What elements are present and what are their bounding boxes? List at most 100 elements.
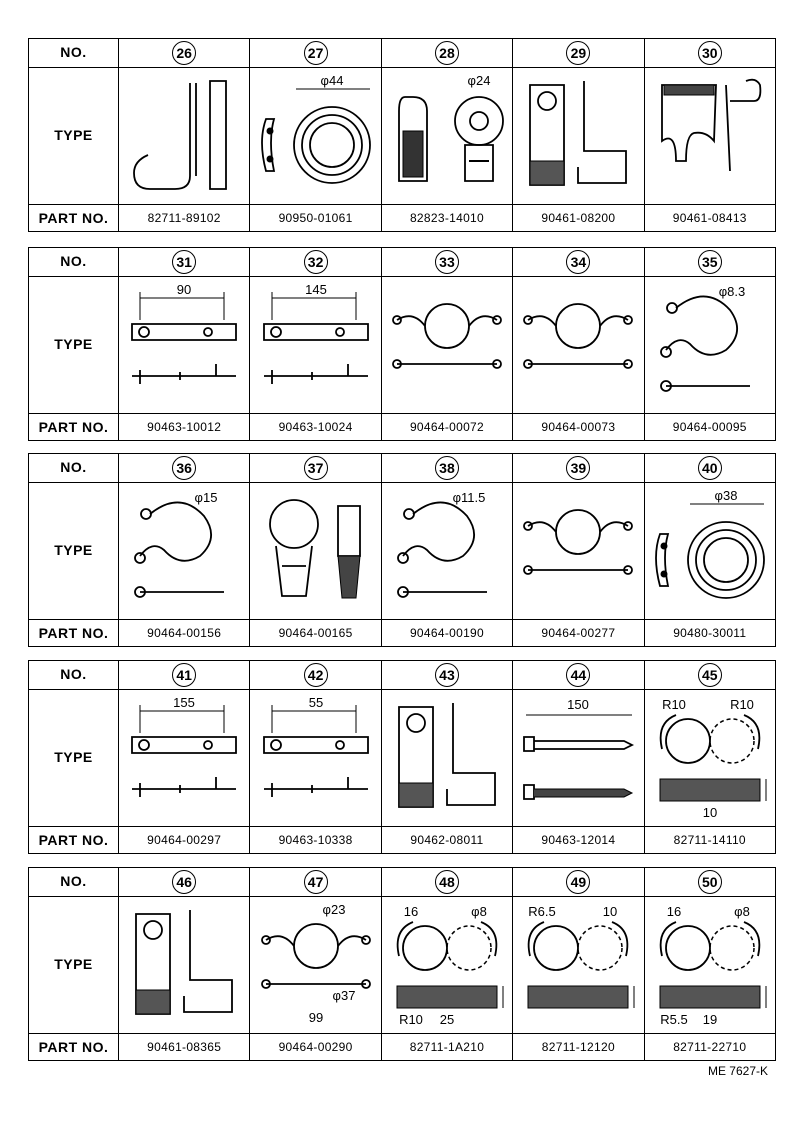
item-number-badge: 49	[566, 870, 591, 894]
part-no-label: PART NO.	[38, 625, 109, 641]
part-number: 82711-89102	[117, 204, 251, 232]
item-no-cell: 26	[117, 38, 251, 68]
item-no-cell: 31	[117, 247, 251, 277]
bracket-clip-icon	[514, 71, 642, 201]
item-number-badge: 36	[172, 456, 197, 480]
band-clamp-icon: 145	[252, 282, 380, 410]
svg-text:φ8.3: φ8.3	[719, 284, 746, 299]
item-no-cell: 46	[117, 867, 251, 897]
part-number: 82711-14110	[643, 826, 777, 854]
part-number: 90464-00095	[643, 413, 777, 441]
part-number: 90463-10024	[249, 413, 382, 441]
type-label-cell: TYPE	[28, 276, 119, 414]
no-label-cell: NO.	[28, 867, 119, 897]
part-number: 82823-14010	[380, 204, 514, 232]
item-no-cell: 33	[380, 247, 514, 277]
item-no-cell: 42	[249, 660, 382, 690]
item-number-badge: 47	[303, 870, 328, 894]
part-number: 90463-10338	[249, 826, 382, 854]
item-number-badge: 50	[697, 870, 722, 894]
part-drawing-cell	[512, 67, 645, 205]
hook-clip-icon: φ15	[120, 490, 248, 616]
svg-text:16: 16	[667, 904, 681, 919]
type-label: TYPE	[54, 749, 93, 765]
part-number: 90462-08011	[380, 826, 514, 854]
type-label: TYPE	[54, 336, 93, 352]
part-drawing-cell: 90	[117, 276, 251, 414]
svg-text:99: 99	[308, 1010, 322, 1025]
double-loop-clip-icon	[514, 280, 642, 410]
part-number: 90461-08413	[643, 204, 777, 232]
item-no-cell: 43	[380, 660, 514, 690]
part-no-label-cell: PART NO.	[28, 1033, 119, 1061]
type-label-cell: TYPE	[28, 482, 119, 620]
part-drawing-cell: φ11.5	[380, 482, 514, 620]
part-drawing-cell	[512, 276, 645, 414]
part-drawing-cell: φ15	[117, 482, 251, 620]
item-number-badge: 40	[697, 456, 722, 480]
svg-text:φ38: φ38	[714, 488, 737, 503]
item-no-cell: 45	[643, 660, 777, 690]
part-no-label-cell: PART NO.	[28, 413, 119, 441]
svg-text:R10: R10	[399, 1012, 423, 1027]
part-drawing-cell	[380, 276, 514, 414]
item-number-badge: 39	[566, 456, 591, 480]
item-number-badge: 26	[172, 41, 197, 65]
part-drawing-cell: 55	[249, 689, 382, 827]
item-number-badge: 44	[566, 663, 591, 687]
part-drawing-cell: φ44	[249, 67, 382, 205]
bracket-clip-icon	[120, 900, 248, 1030]
svg-text:16: 16	[404, 904, 418, 919]
part-number: 90464-00165	[249, 619, 382, 647]
svg-text:10: 10	[703, 805, 717, 820]
type-label: TYPE	[54, 127, 93, 143]
item-no-cell: 36	[117, 453, 251, 483]
item-no-cell: 40	[643, 453, 777, 483]
bracket-clip-icon	[383, 693, 511, 823]
svg-text:φ37: φ37	[332, 988, 355, 1003]
item-number-badge: 45	[697, 663, 722, 687]
part-number: 90461-08365	[117, 1033, 251, 1061]
no-label: NO.	[60, 873, 87, 889]
j-hook-clip-icon	[120, 71, 248, 201]
item-no-cell: 50	[643, 867, 777, 897]
band-clamp-icon: 55	[252, 695, 380, 823]
part-drawing-cell: φ8.3	[643, 276, 777, 414]
item-number-badge: 28	[434, 41, 459, 65]
svg-text:φ11.5: φ11.5	[453, 490, 486, 505]
spring-clip-icon	[646, 71, 774, 201]
type-label-cell: TYPE	[28, 896, 119, 1034]
part-number: 82711-1A210	[380, 1033, 514, 1061]
item-number-badge: 32	[303, 250, 328, 274]
item-no-cell: 34	[512, 247, 645, 277]
item-number-badge: 42	[303, 663, 328, 687]
part-number: 90464-00156	[117, 619, 251, 647]
item-number-badge: 35	[697, 250, 722, 274]
type-label-cell: TYPE	[28, 689, 119, 827]
no-label-cell: NO.	[28, 247, 119, 277]
item-number-badge: 31	[172, 250, 197, 274]
part-drawing-cell	[117, 67, 251, 205]
part-drawing-cell	[380, 689, 514, 827]
part-no-label-cell: PART NO.	[28, 619, 119, 647]
item-no-cell: 49	[512, 867, 645, 897]
document-reference: ME 7627-K	[707, 1064, 768, 1078]
svg-text:150: 150	[568, 697, 590, 712]
svg-text:φ24: φ24	[468, 73, 491, 88]
part-drawing-cell: 150	[512, 689, 645, 827]
item-no-cell: 39	[512, 453, 645, 483]
no-label-cell: NO.	[28, 660, 119, 690]
grommet-disc-icon: φ38	[646, 488, 774, 616]
double-loop-clip-icon	[383, 280, 511, 410]
part-number: 90463-12014	[512, 826, 645, 854]
no-label: NO.	[60, 459, 87, 475]
